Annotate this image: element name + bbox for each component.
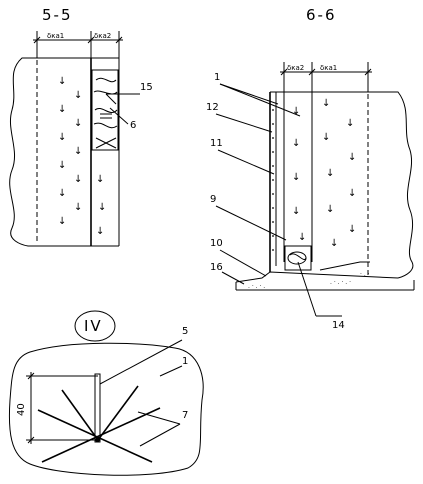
section-6-6-dimension: δка2 δка1 bbox=[280, 62, 372, 92]
dim-delta-1-right: δка1 bbox=[320, 64, 337, 72]
callout-5: 5 bbox=[182, 326, 188, 337]
svg-text:↓: ↓ bbox=[58, 104, 66, 115]
detail-boundary bbox=[8, 342, 204, 476]
dim-delta-2-right: δка2 bbox=[287, 64, 304, 72]
finish-layer-dots bbox=[272, 109, 274, 251]
svg-text:↓: ↓ bbox=[74, 202, 82, 213]
svg-text:↓: ↓ bbox=[58, 216, 66, 227]
svg-text:· . ·: · . · bbox=[360, 271, 370, 278]
leader-1-detail bbox=[159, 365, 183, 377]
detail-iv-marker bbox=[74, 310, 116, 342]
svg-text:↓: ↓ bbox=[74, 146, 82, 157]
callout-16: 16 bbox=[210, 262, 223, 273]
detail-iv: IV 40 5 1 7 bbox=[8, 310, 204, 476]
svg-text:↓: ↓ bbox=[74, 118, 82, 129]
callout-14: 14 bbox=[332, 320, 345, 331]
wall-outline-right bbox=[270, 91, 414, 279]
callout-1: 1 bbox=[214, 72, 220, 83]
callout-15: 15 bbox=[140, 82, 153, 93]
board-element bbox=[94, 373, 101, 443]
svg-text:↓: ↓ bbox=[98, 202, 106, 213]
svg-text:↓: ↓ bbox=[96, 174, 104, 185]
svg-text:↓: ↓ bbox=[58, 132, 66, 143]
svg-text:↓: ↓ bbox=[322, 98, 330, 109]
dim-delta-1-left: δка1 bbox=[47, 32, 64, 40]
svg-text:. · . · .: . · . · . bbox=[248, 283, 265, 290]
svg-text:↓: ↓ bbox=[348, 188, 356, 199]
callout-12: 12 bbox=[206, 102, 219, 113]
svg-text:↓: ↓ bbox=[58, 160, 66, 171]
svg-text:↓: ↓ bbox=[74, 90, 82, 101]
callout-11: 11 bbox=[210, 138, 223, 149]
svg-text:↓: ↓ bbox=[326, 168, 334, 179]
svg-text:. · . · . ·: . · . · . · bbox=[330, 279, 351, 286]
svg-text:↓: ↓ bbox=[74, 174, 82, 185]
leader-6 bbox=[109, 107, 129, 125]
svg-text:↓: ↓ bbox=[348, 224, 356, 235]
callout-9: 9 bbox=[210, 194, 216, 205]
svg-text:↓: ↓ bbox=[326, 204, 334, 215]
sill-element bbox=[284, 245, 312, 271]
section-6-6-title: 6-6 bbox=[306, 6, 337, 24]
svg-text:↓: ↓ bbox=[292, 206, 300, 217]
detail-iv-title: IV bbox=[84, 317, 103, 335]
dim-delta-2-left: δка2 bbox=[94, 32, 111, 40]
leader-7b bbox=[139, 423, 181, 447]
svg-text:↓: ↓ bbox=[58, 188, 66, 199]
svg-text:↓: ↓ bbox=[292, 138, 300, 149]
wall-outline-left bbox=[9, 57, 119, 247]
ground-base: . · . · . . · . · . · · . · bbox=[235, 261, 415, 291]
svg-text:↓: ↓ bbox=[96, 226, 104, 237]
leader-7a bbox=[137, 411, 181, 425]
section-5-5-dimension: δка1 δка2 bbox=[33, 31, 123, 58]
callout-10: 10 bbox=[210, 238, 223, 249]
height-dimension: 40 bbox=[16, 372, 98, 444]
section-5-5-title: 5-5 bbox=[42, 6, 73, 24]
svg-text:↓: ↓ bbox=[298, 232, 306, 243]
section-5-5: 5-5 δка1 δка2 ↓ ↓ ↓ ↓ ↓ ↓ ↓ ↓ ↓ ↓ ↓ ↓ ↓ ↓ bbox=[9, 6, 153, 247]
svg-text:↓: ↓ bbox=[292, 106, 300, 117]
timber-element bbox=[91, 69, 119, 151]
leader-14 bbox=[297, 261, 317, 317]
insulation-hatch-right: ↓ ↓ ↓ ↓ ↓ ↓ ↓ ↓ ↓ ↓ ↓ ↓ ↓ ↓ bbox=[292, 98, 356, 249]
dim-40: 40 bbox=[16, 403, 27, 416]
svg-text:↓: ↓ bbox=[330, 238, 338, 249]
svg-text:↓: ↓ bbox=[348, 152, 356, 163]
callout-6: 6 bbox=[130, 120, 136, 131]
callout-7: 7 bbox=[182, 410, 188, 421]
svg-text:↓: ↓ bbox=[322, 132, 330, 143]
crossed-ties bbox=[37, 385, 161, 463]
section-6-6: 6-6 δка2 δка1 bbox=[206, 6, 415, 331]
callout-1-detail: 1 bbox=[182, 356, 188, 367]
svg-text:↓: ↓ bbox=[346, 118, 354, 129]
svg-text:↓: ↓ bbox=[292, 172, 300, 183]
leader-5 bbox=[99, 339, 183, 385]
svg-text:↓: ↓ bbox=[58, 76, 66, 87]
insulation-hatch-left: ↓ ↓ ↓ ↓ ↓ ↓ ↓ ↓ ↓ ↓ ↓ ↓ ↓ ↓ bbox=[58, 76, 106, 237]
